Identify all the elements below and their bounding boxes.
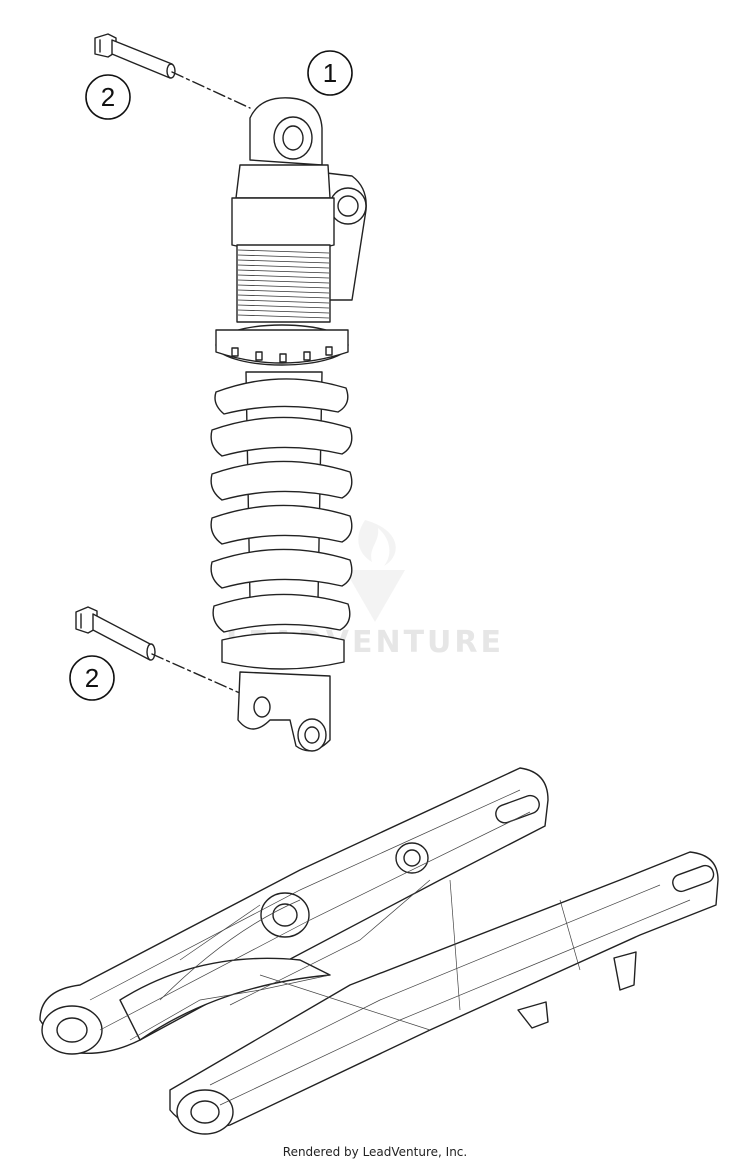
callout-2-bottom: 2 bbox=[69, 655, 115, 701]
bolt-top bbox=[94, 33, 251, 109]
thread-lines bbox=[237, 249, 330, 319]
leadventure-logo-icon bbox=[345, 520, 405, 622]
shock-absorber bbox=[210, 97, 367, 752]
spring bbox=[210, 378, 353, 633]
bolt-bottom bbox=[75, 606, 243, 695]
callout-1: 1 bbox=[307, 50, 353, 96]
footer-credit: Rendered by LeadVenture, Inc. bbox=[282, 1145, 468, 1159]
swingarm-contours bbox=[89, 789, 691, 1106]
swingarm bbox=[39, 767, 719, 1135]
callout-2-top-label: 2 bbox=[101, 82, 115, 112]
callout-1-label: 1 bbox=[323, 58, 337, 88]
adjuster-ring-slots bbox=[231, 346, 333, 363]
callout-2-top: 2 bbox=[85, 74, 131, 120]
callout-2-bottom-label: 2 bbox=[85, 663, 99, 693]
